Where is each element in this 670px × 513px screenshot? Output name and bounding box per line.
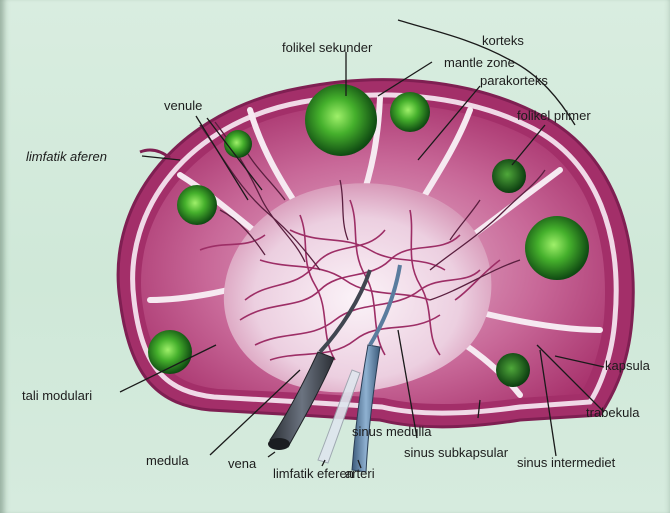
label-sinus-intermediet: sinus intermediet	[517, 455, 615, 470]
label-limfatik: limfatik eferen	[273, 466, 354, 481]
label-sinus-subkapsular: sinus subkapsular	[404, 445, 508, 460]
label-trabekula: trabekula	[586, 405, 639, 420]
label-limfatik-aferen: limfatik aferen	[26, 149, 107, 164]
follicle-left	[177, 185, 217, 225]
follicle-secondary	[305, 84, 377, 156]
label-tali-modulari: tali modulari	[22, 388, 92, 403]
vein-opening	[268, 438, 290, 450]
label-arteri: arteri	[345, 466, 375, 481]
label-sinus-medulla: sinus medulla	[352, 424, 432, 439]
label-vena: vena	[228, 456, 256, 471]
label-medula: medula	[146, 453, 189, 468]
label-folikel-primer: folikel primer	[517, 108, 591, 123]
label-mantle-zone: mantle zone	[444, 55, 515, 70]
follicle-bottom-right	[496, 353, 530, 387]
follicle-primary	[492, 159, 526, 193]
label-korteks: korteks	[482, 33, 524, 48]
label-parakorteks: parakorteks	[480, 73, 548, 88]
label-venule: venule	[164, 98, 202, 113]
watermark	[215, 494, 455, 513]
label-kapsula: kapsula	[605, 358, 650, 373]
label-folikel-sekunder: folikel sekunder	[282, 40, 372, 55]
follicle-secondary-small	[390, 92, 430, 132]
follicle-left-top	[224, 130, 252, 158]
follicle-right-large	[525, 216, 589, 280]
